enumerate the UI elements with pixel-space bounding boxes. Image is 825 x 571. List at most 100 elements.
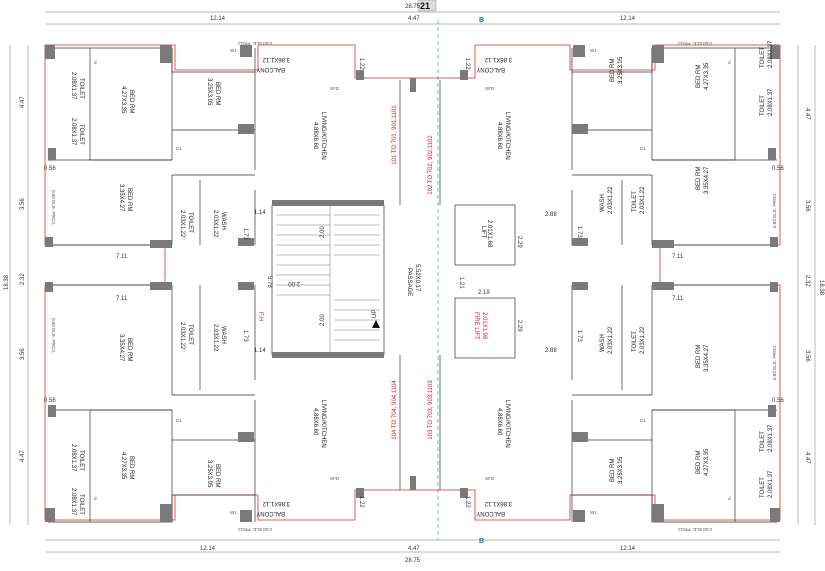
ele-proj-label: 0.60 ELE. PROJ. — [677, 527, 712, 532]
bed-room-size: 4.27X3.35 — [704, 62, 710, 90]
stair-up-label: UP — [372, 310, 378, 318]
balcony-label: BALCONY — [476, 510, 505, 516]
dim-right-lower: 4.47 — [804, 452, 810, 464]
passage-size: 5.52X0.17 — [414, 264, 420, 292]
dim-balcony-depth: 1.22 — [464, 496, 470, 508]
toilet-size: 2.08X1.37 — [70, 444, 76, 472]
window-label: W1 — [590, 510, 597, 515]
living-kitchen-size: 4.88X6.60 — [496, 408, 502, 436]
section-mark-bottom: B — [479, 538, 484, 545]
section-mark-top: B — [479, 17, 484, 24]
balcony-label: BALCONY — [256, 510, 285, 516]
unit-bottom-right: TOILET 2.08X1.37 TOILET 2.08X1.37 BED RM… — [476, 326, 774, 516]
fire-hydrant-label: F.H — [257, 312, 263, 321]
living-kitchen-label: LIVING/KITCHEN — [504, 112, 510, 160]
dim-right-upper: 4.47 — [804, 108, 810, 120]
window-label: W1 — [230, 510, 237, 515]
balcony-size: 3.86X1.12 — [262, 56, 290, 62]
living-kitchen-size: 4.88X6.60 — [496, 122, 502, 150]
dim-overall-left: 18.38 — [4, 274, 10, 290]
wash-size: 2.03X1.22 — [608, 186, 614, 214]
dim-wing-width: 7.11 — [672, 296, 684, 302]
stair — [276, 205, 380, 355]
bed-room-size: 3.25X3.05 — [206, 78, 212, 106]
toilet-size: 2.08X1.37 — [70, 118, 76, 146]
dim-wash-gap: 1.14 — [254, 348, 266, 354]
fire-lift-size: 2.01X1.98 — [481, 312, 487, 340]
bed-room-label: BED RM — [696, 65, 702, 88]
wash-size: 2.03X1.22 — [212, 324, 218, 352]
toilet-size: 2.08X1.37 — [768, 40, 774, 68]
dim-wash-offset: 1.73 — [576, 330, 582, 342]
dim-lift-gap: 2.88 — [545, 348, 557, 354]
living-kitchen-label: LIVING/KITCHEN — [504, 400, 510, 448]
bed-room-size: 4.27X3.35 — [120, 86, 126, 114]
dim-stair-flight: 2.00 — [320, 314, 326, 326]
dim-wash-offset: 1.73 — [242, 330, 248, 342]
dim-top-core: 4.47 — [408, 16, 420, 22]
dim-stair-run: 5.78 — [266, 276, 272, 288]
toilet-label: TOILET — [632, 191, 638, 212]
unit-top-right: TOILET 2.08X1.37 TOILET 2.08X1.37 BED RM… — [476, 40, 774, 214]
ele-proj-label: 0.60 ELE. PROJ. — [772, 345, 777, 380]
balcony-size: 3.86X1.12 — [484, 56, 512, 62]
dim-right-lower-mid: 3.56 — [804, 350, 810, 362]
door-small-label: d — [728, 60, 731, 65]
bed-room-size: 4.27X3.35 — [704, 448, 710, 476]
balcony-size: 3.86X1.12 — [484, 500, 512, 506]
wash-label: WASH — [220, 326, 226, 344]
dim-wing-width: 7.11 — [672, 254, 684, 260]
door-small-label: d — [94, 496, 97, 501]
toilet-size: 2.03X1.22 — [179, 210, 185, 238]
dim-top-right-span: 12.14 — [620, 16, 636, 22]
door-small-label: d — [728, 496, 731, 501]
toilet-label: TOILET — [187, 324, 193, 345]
balcony-size: 3.86X1.12 — [262, 500, 290, 506]
toilet-label: TOILET — [78, 494, 84, 515]
toilet-label: TOILET — [760, 47, 766, 68]
bed-room-size: 3.35X4.27 — [118, 334, 124, 362]
window-label: W1 — [230, 48, 237, 53]
dim-left-mid: 3.56 — [20, 198, 26, 210]
sheet-title: 21 — [420, 1, 430, 11]
sliding-door-label: SFD — [330, 476, 340, 481]
dim-toilet-gap: 0.56 — [772, 166, 784, 172]
bed-room-label: BED RM — [128, 90, 134, 113]
bed-room-label: BED RM — [126, 188, 132, 211]
bed-room-size: 4.27X3.35 — [120, 452, 126, 480]
dim-bottom-core: 4.47 — [408, 546, 420, 552]
dim-balcony-depth: 1.22 — [358, 58, 364, 70]
dim-lift-width: 2.29 — [516, 320, 522, 332]
toilet-size: 2.08X1.37 — [70, 488, 76, 516]
dim-left-lower: 4.47 — [20, 450, 26, 462]
dim-overall-right: 18.38 — [818, 280, 824, 296]
window-label: W1 — [590, 48, 597, 53]
dim-wing-width: 7.11 — [116, 296, 128, 302]
dim-left-center: 2.32 — [20, 273, 26, 285]
bed-room-label: BED RM — [610, 59, 616, 82]
dim-balcony-depth: 1.22 — [358, 496, 364, 508]
wash-size: 2.03X1.22 — [608, 326, 614, 354]
ele-proj-label: 0.60 ELE. PROJ. — [677, 41, 712, 46]
bed-room-size: 3.35X4.27 — [118, 184, 124, 212]
wash-label: WASH — [600, 194, 606, 212]
flat-numbers-top-left: 101 TO 701, 901,1101 — [392, 105, 398, 165]
door-label: D1 — [176, 418, 182, 423]
dim-stair-flight: 2.00 — [288, 280, 300, 286]
bed-room-size: 3.25X3.05 — [618, 56, 624, 84]
dim-right-mid: 3.56 — [804, 200, 810, 212]
unit-bottom-left: TOILET 2.08X1.37 TOILET 2.08X1.37 BED RM… — [70, 322, 326, 516]
toilet-size: 2.03X1.22 — [179, 322, 185, 350]
toilet-size: 2.08X1.37 — [768, 470, 774, 498]
bed-room-size: 3.35X4.27 — [704, 344, 710, 372]
dim-top-left-span: 12.14 — [210, 16, 226, 22]
lift-label: LIFT — [480, 226, 486, 239]
living-kitchen-size: 4.88X6.60 — [312, 122, 318, 150]
toilet-label: TOILET — [632, 331, 638, 352]
dim-passage-gap2: 2.19 — [478, 290, 490, 296]
toilet-size: 2.08X1.37 — [70, 72, 76, 100]
door-small-label: d — [94, 60, 97, 65]
toilet-label: TOILET — [760, 95, 766, 116]
ele-proj-label: 0.60 ELE. PROJ. — [51, 318, 56, 353]
